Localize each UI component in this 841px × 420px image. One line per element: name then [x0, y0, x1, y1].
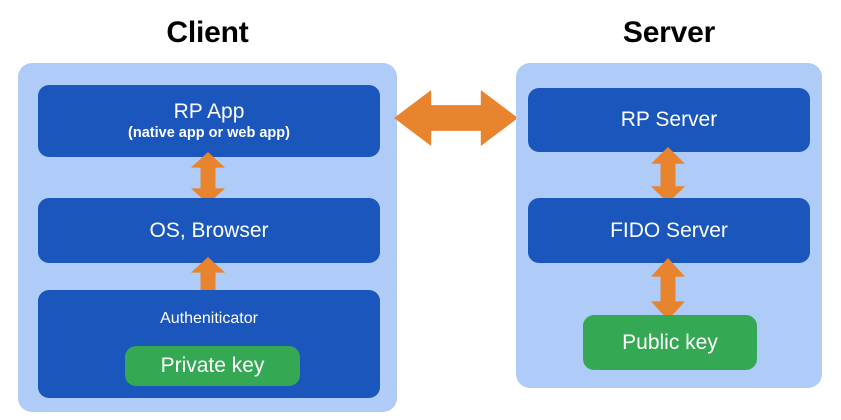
arrow-client-to-server-icon	[394, 90, 518, 146]
client-heading: Client	[166, 16, 249, 49]
server-heading: Server	[622, 16, 716, 49]
box-authenticator-title: Autheniticator	[160, 310, 258, 327]
box-os-browser-title: OS, Browser	[149, 218, 269, 242]
box-rp-app-subtitle: (native app or web app)	[128, 125, 290, 142]
public-key-box: Public key	[583, 315, 757, 370]
box-fido-server-title: FIDO Server	[610, 218, 728, 242]
private-key-box: Private key	[125, 346, 300, 386]
box-rp-app: RP App (native app or web app)	[38, 85, 380, 157]
box-fido-server: FIDO Server	[528, 198, 810, 263]
box-rp-server: RP Server	[528, 88, 810, 152]
box-os-browser: OS, Browser	[38, 198, 380, 263]
box-rp-app-title: RP App	[173, 99, 245, 123]
box-rp-server-title: RP Server	[620, 108, 718, 132]
